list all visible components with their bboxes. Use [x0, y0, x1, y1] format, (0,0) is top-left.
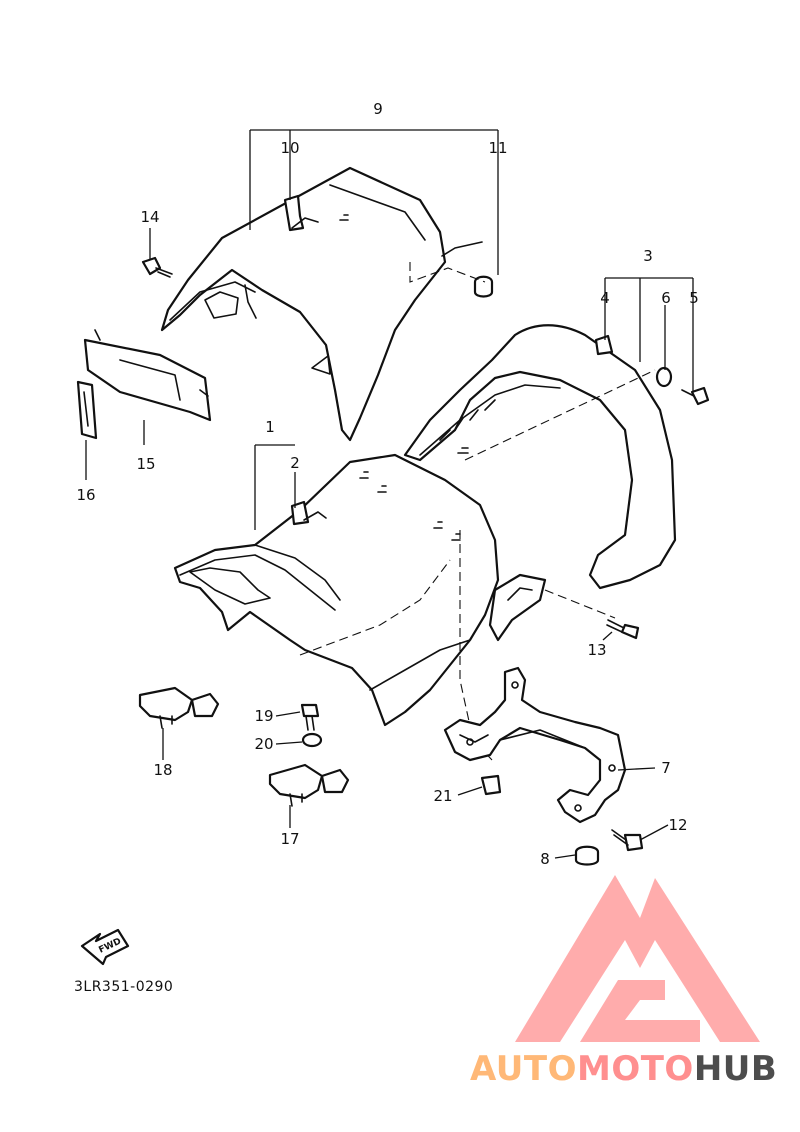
callout-21: 21: [433, 787, 452, 805]
bolt-13: [606, 619, 640, 640]
callout-19: 19: [254, 707, 273, 725]
main-seat: [173, 453, 547, 727]
callout-10: 10: [280, 139, 299, 157]
callout-2: 2: [290, 454, 300, 472]
callout-11: 11: [488, 139, 507, 157]
pillion-cover: [403, 324, 677, 590]
cap-8: [574, 845, 600, 866]
callout-20: 20: [254, 735, 273, 753]
upper-seat-assembly: [160, 166, 494, 442]
bolt-19: [300, 703, 320, 731]
callout-12: 12: [668, 816, 687, 834]
collar-20: [301, 732, 323, 748]
wordmark-hub: HUB: [694, 1049, 777, 1089]
fwd-arrow: FWD: [80, 928, 130, 966]
bush-21: [480, 774, 502, 796]
lock-17: [268, 763, 350, 807]
bolt-12: [611, 829, 644, 852]
wordmark-moto: MOTO: [577, 1049, 694, 1089]
washer-6: [655, 366, 673, 388]
svg-text:AUTOMOTOHUB: AUTOMOTOHUB: [470, 1049, 777, 1089]
callout-7: 7: [661, 759, 671, 777]
callout-1: 1: [265, 418, 275, 436]
callout-4: 4: [600, 289, 610, 307]
callout-18: 18: [153, 761, 172, 779]
callout-9: 9: [373, 100, 383, 118]
bolt-14: [141, 256, 173, 278]
seat-bracket: [443, 666, 627, 824]
band-16: [76, 380, 98, 440]
callout-14: 14: [140, 208, 159, 226]
callout-3: 3: [643, 247, 653, 265]
callout-5: 5: [689, 289, 699, 307]
callout-6: 6: [661, 289, 671, 307]
wordmark-auto: AUTO: [470, 1049, 577, 1089]
lock-18: [138, 686, 220, 729]
callout-17: 17: [280, 830, 299, 848]
leader-lines: [85, 129, 694, 859]
callout-13: 13: [587, 641, 606, 659]
automotohub-logo: [515, 875, 760, 1042]
plate-15: [83, 329, 212, 422]
bolt-5: [681, 386, 710, 406]
diagram-code: 3LR351-0290: [74, 979, 173, 995]
automotohub-wordmark: AUTOMOTOHUB: [470, 1049, 777, 1089]
callout-15: 15: [136, 455, 155, 473]
callout-labels: 9 10 11 14 3 4 6 5 1 2 15 16 13 19 20 7 …: [76, 100, 698, 868]
callout-16: 16: [76, 486, 95, 504]
callout-8: 8: [540, 850, 550, 868]
